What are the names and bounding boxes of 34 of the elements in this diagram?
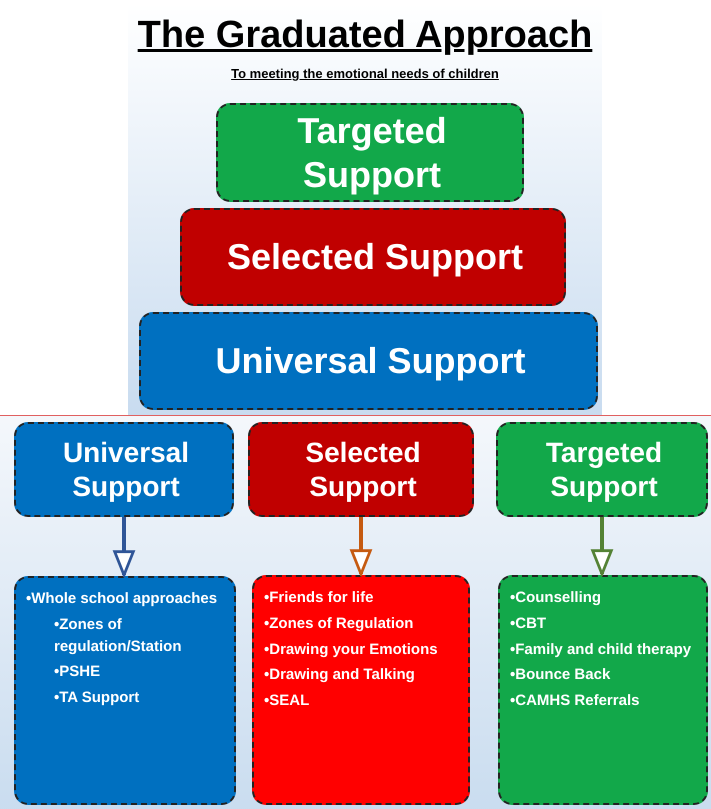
list-item: •Family and child therapy [510, 640, 692, 660]
box-title: Universal Support [62, 436, 190, 504]
list-item: •TA Support [54, 688, 140, 708]
list-box [498, 575, 708, 805]
title: The Graduated Approach [136, 14, 594, 57]
subtitle: To meeting the emotional needs of children [230, 66, 500, 81]
list-item: •PSHE [54, 662, 102, 682]
header-box [496, 422, 708, 517]
list-item: •CAMHS Referrals [510, 691, 640, 711]
arrow [350, 517, 372, 576]
tier-box [180, 208, 566, 306]
list-item: •Zones of Regulation [264, 614, 414, 634]
list-box [252, 575, 470, 805]
arrow [113, 517, 135, 576]
box-title: Selected Support [304, 436, 422, 504]
arrow [591, 517, 613, 576]
list-item: •Friends for life [264, 588, 374, 608]
box-title: Universal Support [215, 339, 526, 383]
tier-box [216, 103, 524, 202]
box-title: Selected Support [226, 235, 524, 279]
list-item: •Drawing and Talking [264, 665, 416, 686]
list-item: •Counselling [510, 588, 602, 608]
tier-box [139, 312, 598, 410]
header-box [248, 422, 474, 517]
box-title: Targeted Support [544, 436, 664, 504]
header-box [14, 422, 234, 517]
list-item: •Whole school approaches [26, 589, 218, 609]
box-title: Targeted Support [296, 109, 448, 196]
list-box [14, 576, 236, 805]
list-item: •Bounce Back [510, 665, 612, 686]
list-item: •SEAL [264, 691, 310, 711]
list-item: •Drawing your Emotions [264, 640, 439, 660]
list-item: •Zones of regulation/Station [54, 614, 182, 656]
list-item: •CBT [510, 614, 548, 634]
